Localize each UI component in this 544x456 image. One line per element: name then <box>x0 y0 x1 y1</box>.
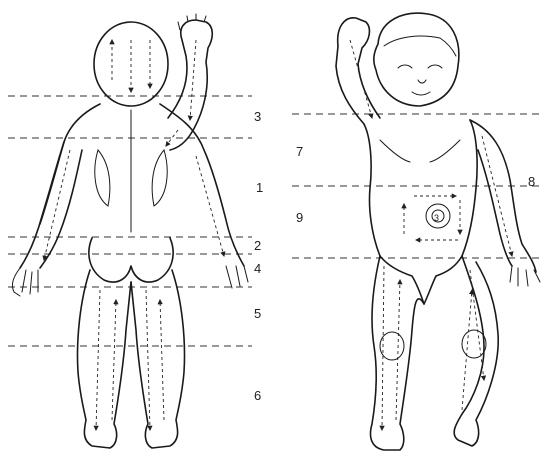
zone-label-7: 7 <box>296 144 303 159</box>
front-left-knee <box>380 332 404 360</box>
flow-arrow <box>196 156 224 256</box>
zone-label-1: 1 <box>256 180 263 195</box>
zone-label-3: 3 <box>254 109 261 124</box>
flow-arrow <box>146 290 150 430</box>
zone-label-5: 5 <box>254 306 261 321</box>
zone-label-9: 9 <box>296 210 303 225</box>
flow-arrow <box>396 280 400 420</box>
back-left-hand <box>12 268 38 296</box>
child-front-view <box>336 13 540 450</box>
zone-label-6: 6 <box>254 388 261 403</box>
back-left-leg <box>78 270 132 448</box>
navel-label: 3 <box>434 213 439 223</box>
zone-label-2: 2 <box>254 238 261 253</box>
child-back-view <box>12 14 248 448</box>
front-right-leg <box>454 256 498 446</box>
front-eyes <box>398 65 442 68</box>
front-hair <box>384 36 456 56</box>
flow-arrow <box>160 300 164 420</box>
flow-arrow <box>112 300 116 420</box>
back-raised-arm <box>168 20 212 150</box>
zone-label-8: 8 <box>528 174 535 189</box>
flow-arrow <box>382 266 384 430</box>
back-left-arm <box>40 142 82 268</box>
back-right-hand <box>226 266 248 288</box>
back-buttocks <box>89 238 173 282</box>
front-right-arm <box>470 120 536 272</box>
front-hips <box>380 256 462 304</box>
front-mouth <box>412 92 430 95</box>
front-raised-arm <box>336 18 380 124</box>
zone-label-4: 4 <box>254 261 261 276</box>
front-right-knee <box>462 330 486 358</box>
back-right-leg <box>131 270 185 448</box>
front-head <box>374 13 459 106</box>
flow-arrow <box>190 40 196 120</box>
back-torso <box>20 104 244 268</box>
flow-arrow <box>96 290 100 430</box>
flow-arrow <box>482 136 512 256</box>
front-nose <box>418 80 426 83</box>
front-chest <box>380 140 460 162</box>
